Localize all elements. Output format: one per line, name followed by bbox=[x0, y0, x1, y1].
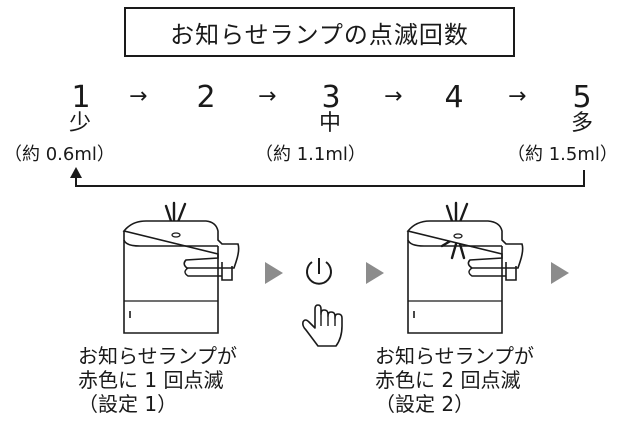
step-number-5: 5 bbox=[572, 80, 592, 115]
step-arrow-4: → bbox=[508, 84, 527, 109]
caption-line: お知らせランプが bbox=[375, 344, 534, 368]
step-number-3: 3 bbox=[321, 80, 341, 115]
step-number-2: 2 bbox=[196, 80, 216, 115]
diagram-title: お知らせランプの点滅回数 bbox=[124, 7, 515, 57]
level-label-high: 多 bbox=[570, 111, 593, 136]
volume-mid: （約 1.1ml） bbox=[255, 144, 366, 165]
step-arrow-2: → bbox=[258, 84, 277, 109]
caption-setting-2: お知らせランプが 赤色に 2 回点滅 （設定 2） bbox=[375, 344, 534, 416]
step-arrow-1: → bbox=[129, 84, 148, 109]
step-arrow-3: → bbox=[384, 84, 403, 109]
level-label-low: 少 bbox=[68, 111, 91, 136]
caption-line: お知らせランプが bbox=[78, 344, 237, 368]
caption-line: 赤色に 2 回点滅 bbox=[375, 368, 521, 392]
step-number-1: 1 bbox=[71, 80, 91, 115]
level-label-mid: 中 bbox=[318, 111, 341, 136]
caption-line: （設定 2） bbox=[375, 392, 475, 416]
volume-high: （約 1.5ml） bbox=[507, 144, 618, 165]
play-arrow-icon bbox=[265, 262, 283, 284]
play-arrow-icon bbox=[551, 262, 569, 284]
caption-setting-1: お知らせランプが 赤色に 1 回点滅 （設定 1） bbox=[78, 344, 237, 416]
volume-low: （約 0.6ml） bbox=[4, 144, 115, 165]
caption-line: 赤色に 1 回点滅 bbox=[78, 368, 224, 392]
play-arrow-icon bbox=[366, 262, 384, 284]
caption-line: （設定 1） bbox=[78, 392, 178, 416]
step-number-4: 4 bbox=[444, 80, 464, 115]
